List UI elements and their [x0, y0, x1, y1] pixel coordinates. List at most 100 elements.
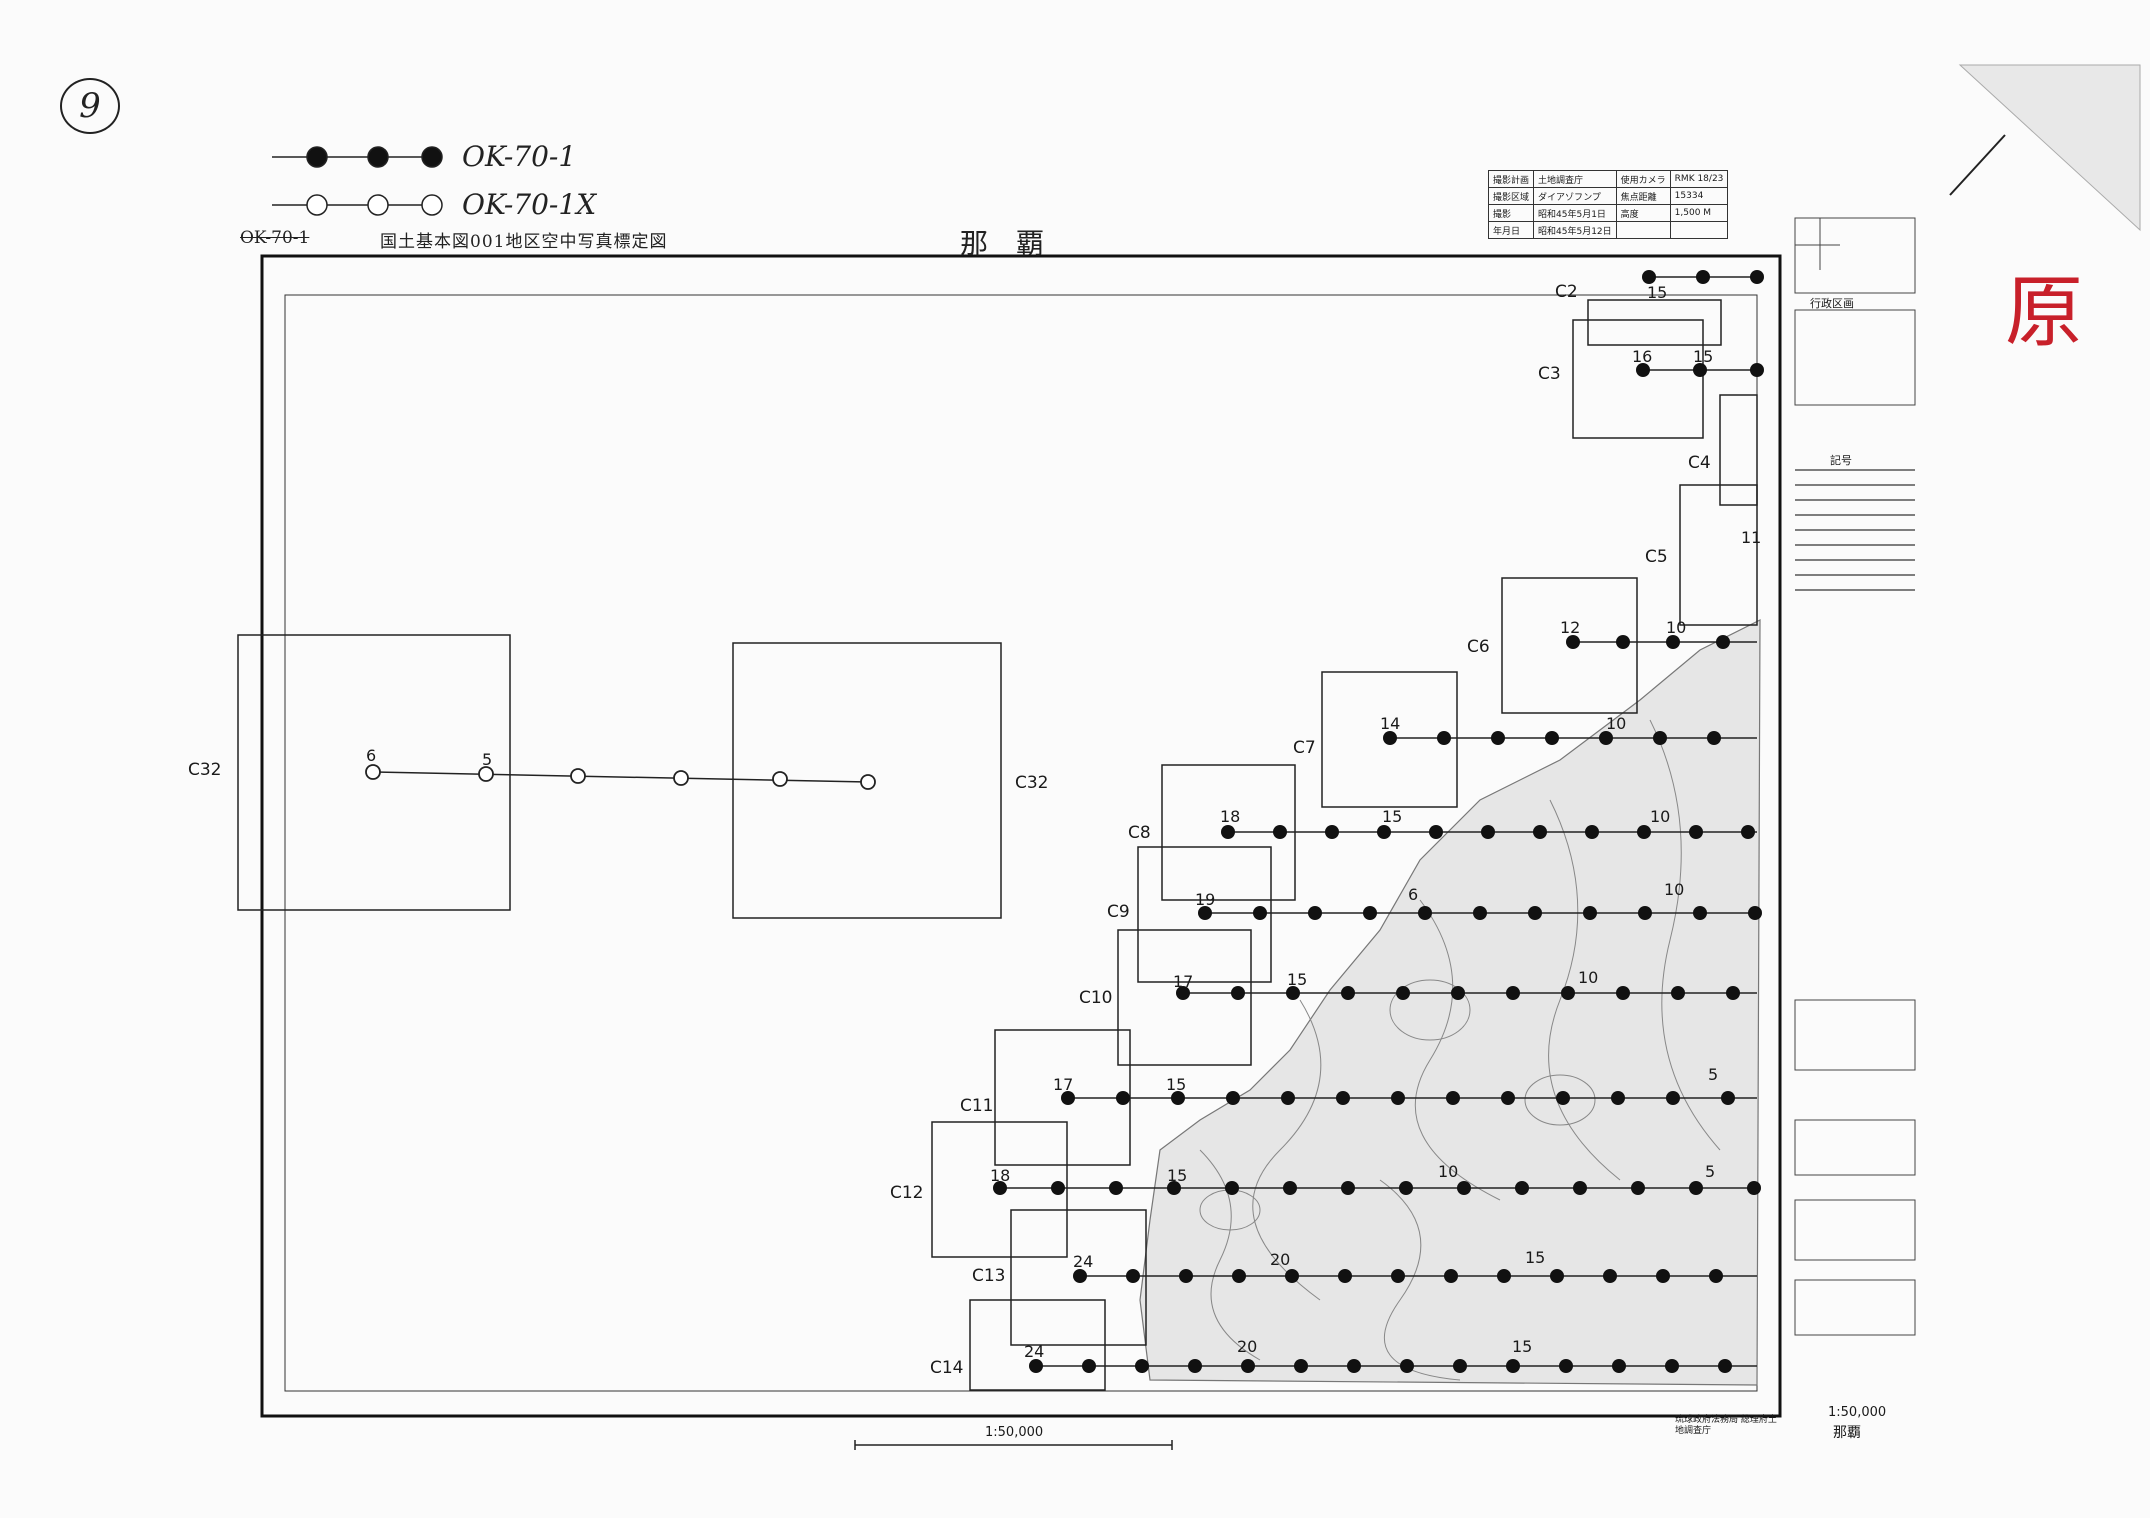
photo-point [1231, 986, 1245, 1000]
map-label: 19 [1195, 890, 1216, 909]
map-label: 17 [1053, 1075, 1074, 1094]
info-cell [1669, 221, 1729, 239]
legend-solid-label: OK-70-1 [462, 140, 577, 173]
map-label: 6 [1408, 885, 1419, 904]
map-label: 10 [1438, 1162, 1459, 1181]
photo-point [1653, 731, 1667, 745]
map-label: 5 [1708, 1065, 1719, 1084]
photo-point [1506, 986, 1520, 1000]
info-cell: 1,500 M [1669, 204, 1729, 222]
photo-point [1693, 906, 1707, 920]
photo-point [1135, 1359, 1149, 1373]
info-cell: 高度 [1615, 204, 1671, 222]
map-label: C14 [930, 1358, 964, 1378]
map-label: C32 [1015, 773, 1049, 793]
sheet-number: 9 [60, 78, 120, 134]
info-cell: 撮影 [1487, 204, 1535, 222]
map-label: 15 [1382, 807, 1403, 826]
side-panel-boxes [1794, 217, 1916, 1336]
photo-point [1707, 731, 1721, 745]
map-label: 12 [1560, 618, 1581, 637]
info-cell: 使用カメラ [1615, 170, 1671, 188]
photo-point [1573, 1181, 1587, 1195]
photo-point [1232, 1269, 1246, 1283]
map-label: C32 [188, 760, 222, 780]
scale-center: 1:50,000 [985, 1425, 1044, 1440]
photo-point [1179, 1269, 1193, 1283]
map-label: 15 [1693, 347, 1714, 366]
map-label: 10 [1666, 618, 1687, 637]
photo-point [1718, 1359, 1732, 1373]
map-label: C9 [1107, 902, 1130, 922]
photo-point [1709, 1269, 1723, 1283]
photo-point [1285, 1269, 1299, 1283]
photo-point [1225, 1181, 1239, 1195]
photo-point [1671, 986, 1685, 1000]
map-label: 15 [1512, 1337, 1533, 1356]
photo-point [1616, 635, 1630, 649]
pencil-mark [1949, 134, 2006, 196]
photo-point [1444, 1269, 1458, 1283]
scale-bar [854, 1440, 1173, 1450]
map-label: 14 [1380, 714, 1401, 733]
photo-point [1721, 1091, 1735, 1105]
map-label: C8 [1128, 823, 1151, 843]
photo-point [1612, 1359, 1626, 1373]
photo-point [1666, 1091, 1680, 1105]
photo-point [1377, 825, 1391, 839]
place-name: 那 覇 [960, 227, 1045, 260]
map-label: 15 [1525, 1248, 1546, 1267]
photo-point [1126, 1269, 1140, 1283]
photo-point [1347, 1359, 1361, 1373]
legend-hollow-line [272, 194, 443, 216]
map-label: 10 [1578, 968, 1599, 987]
info-cell: 焦点距離 [1615, 187, 1671, 205]
photo-point [1726, 986, 1740, 1000]
photo-point [1631, 1181, 1645, 1195]
photo-point [1286, 986, 1300, 1000]
photo-point [1566, 635, 1580, 649]
photo-point [1559, 1359, 1573, 1373]
photo-point [1116, 1091, 1130, 1105]
map-label: 20 [1237, 1337, 1258, 1356]
info-cell: 昭和45年5月12日 [1533, 221, 1617, 239]
photo-point [1308, 906, 1322, 920]
info-cell: RMK 18/23 [1669, 170, 1729, 188]
photo-point [1338, 1269, 1352, 1283]
map-label: 18 [1220, 807, 1241, 826]
legend-title: 記号 [1830, 454, 1852, 467]
map-label: 6 [366, 746, 377, 765]
info-cell: 15334 [1669, 187, 1729, 205]
photo-point [1689, 1181, 1703, 1195]
photo-point [1748, 906, 1762, 920]
info-cell: 年月日 [1487, 221, 1535, 239]
solid-points [993, 270, 1764, 1373]
photo-point [1226, 1091, 1240, 1105]
photo-point [1638, 906, 1652, 920]
photo-point [1689, 825, 1703, 839]
photo-point [1741, 825, 1755, 839]
photo-point [1636, 363, 1650, 377]
scale-right: 1:50,000 [1828, 1405, 1887, 1420]
map-label: C4 [1688, 453, 1711, 473]
photo-point [1396, 986, 1410, 1000]
photo-point [1429, 825, 1443, 839]
photo-point [1391, 1091, 1405, 1105]
photo-point [1188, 1359, 1202, 1373]
photo-point [1109, 1181, 1123, 1195]
photo-point [1750, 363, 1764, 377]
map-label: 15 [1647, 283, 1668, 302]
folded-corner [1958, 64, 2141, 232]
photo-point [1294, 1359, 1308, 1373]
photo-point [1176, 986, 1190, 1000]
map-label: 5 [482, 750, 493, 769]
map-label: 15 [1166, 1075, 1187, 1094]
map-label: 24 [1024, 1342, 1045, 1361]
photo-point [1716, 635, 1730, 649]
photo-point [1637, 825, 1651, 839]
info-cell: 撮影計画 [1487, 170, 1535, 188]
map-label: 10 [1664, 880, 1685, 899]
photo-point [1747, 1181, 1761, 1195]
map-label: 17 [1173, 972, 1194, 991]
